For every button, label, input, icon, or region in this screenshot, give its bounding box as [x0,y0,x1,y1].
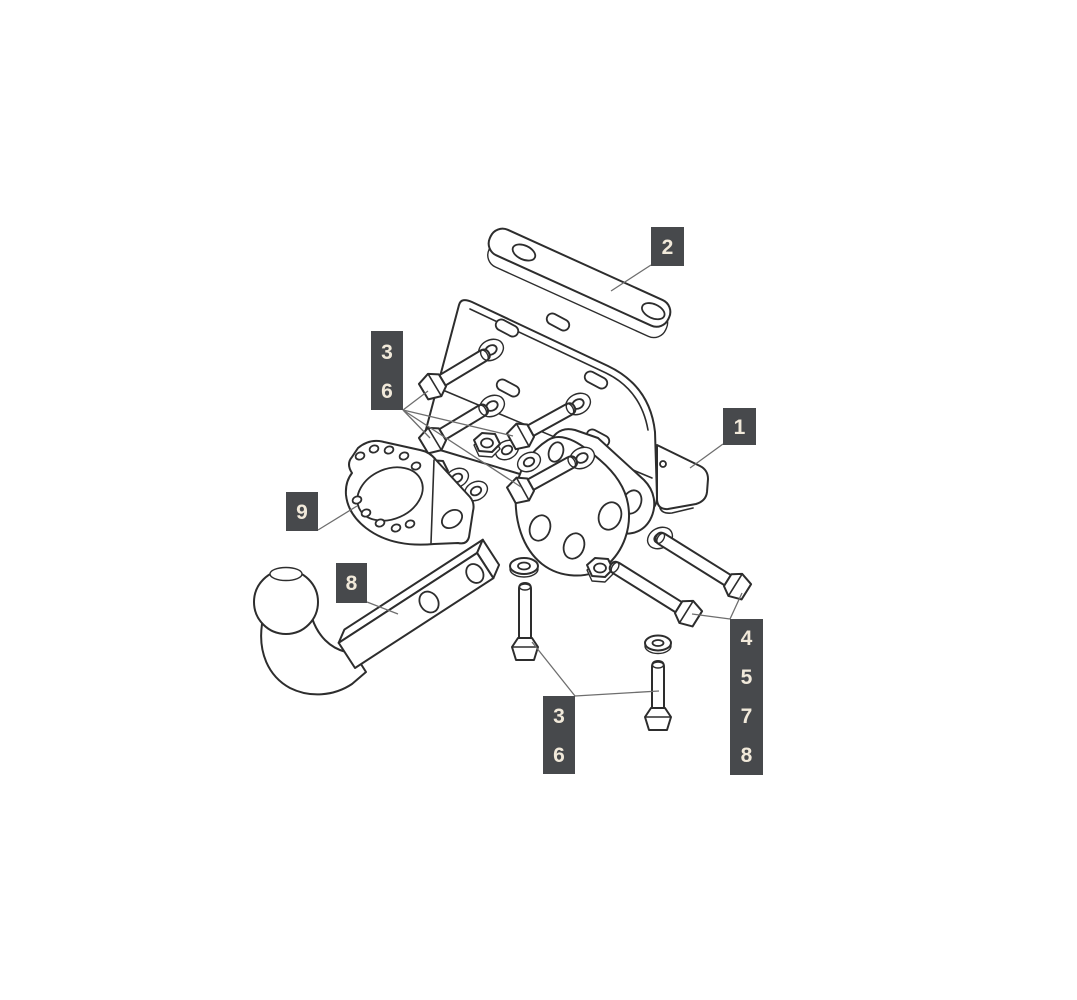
hex-bolts-lower [509,557,672,731]
callout-label: 8 [346,572,358,595]
callout-label: 1 [734,416,746,439]
strap-plate-drawing [487,227,672,339]
callout-label: 6 [553,744,565,767]
callout-main-bracket: 1 [723,408,756,445]
callout-label: 9 [296,501,308,524]
callout-label: 6 [381,380,393,403]
callout-label: 5 [741,666,753,689]
socket-plate-holes [351,444,422,533]
callout-label: 4 [741,627,753,650]
hex-bolts-upper [417,348,579,505]
callout-upper-fixings: 3 6 [371,331,403,410]
callout-right-fixings: 4 5 7 8 [730,619,763,775]
bracket-flange [656,444,709,514]
hex-bolts-right [608,531,753,628]
callout-label: 8 [741,744,753,767]
ball-arm-drawing [253,538,501,696]
leader-lines [317,264,743,697]
callout-lower-fixings: 3 6 [543,696,575,774]
callout-socket-plate: 9 [286,492,318,531]
callout-strap-plate: 2 [651,227,684,266]
socket-plate-drawing [344,439,475,546]
callout-ball-arm: 8 [336,563,367,603]
callout-label: 3 [553,705,565,728]
callout-label: 3 [381,341,393,364]
callout-label: 7 [741,705,753,728]
callout-label: 2 [662,236,674,259]
